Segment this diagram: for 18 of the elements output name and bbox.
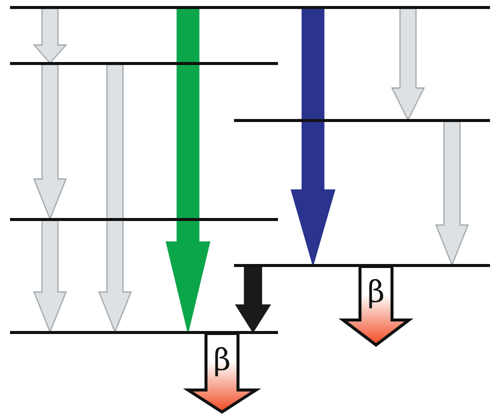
energy-level-line <box>10 62 278 64</box>
decay-arrow <box>182 332 262 414</box>
transition-arrow <box>435 120 469 267</box>
transition-arrow <box>32 8 68 64</box>
energy-level-line <box>234 118 490 122</box>
transition-arrow <box>391 8 425 122</box>
transition-arrow <box>234 266 272 334</box>
transition-arrow <box>98 64 132 334</box>
decay-arrow <box>338 265 414 347</box>
energy-level-line <box>10 330 278 334</box>
transition-arrow <box>166 8 210 333</box>
energy-level-line <box>10 6 490 8</box>
transition-arrow <box>33 64 67 221</box>
edge-label: β <box>212 344 232 378</box>
edge-label: β <box>366 276 386 310</box>
transition-arrow <box>33 220 67 334</box>
energy-level-line <box>234 264 490 266</box>
energy-level-line <box>10 218 278 220</box>
